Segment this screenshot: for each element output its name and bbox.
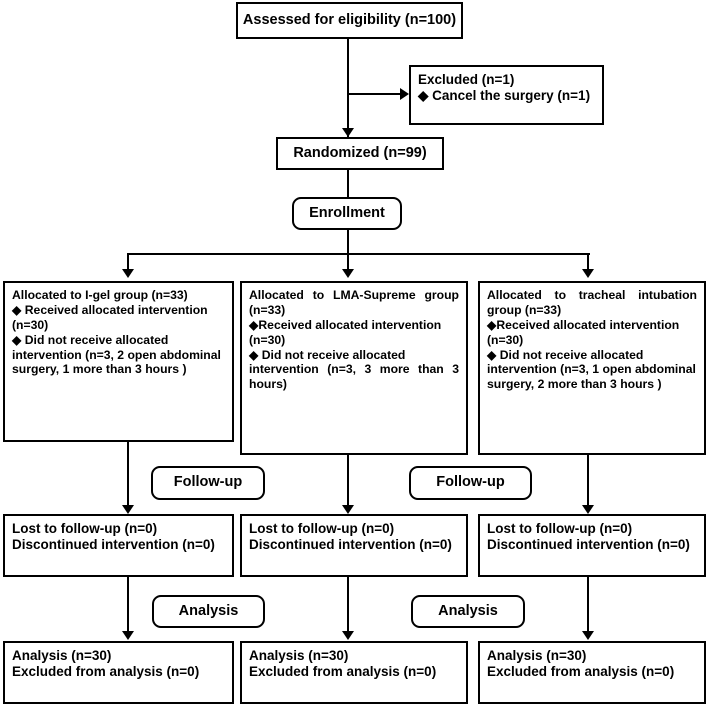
followup-0-line-2: Discontinued intervention (n=0) [12, 537, 215, 553]
allocation-2-line-2: group (n=33) [487, 302, 562, 317]
node-followup-label-left: Follow-up [151, 466, 265, 500]
followup-2-line-2: Discontinued intervention (n=0) [487, 537, 690, 553]
followup-1-line-1: Lost to follow-up (n=0) [249, 521, 395, 536]
allocation-2-line-1: Allocated to tracheal intubation [487, 288, 697, 302]
connector-allocation-left [127, 253, 129, 274]
followup-label-0: Follow-up [173, 474, 243, 491]
arrowhead-excluded [400, 88, 409, 100]
allocation-1-line-4: (n=30) [249, 332, 286, 347]
allocation-1-line-3: ◆Received allocated intervention [249, 317, 442, 332]
node-followup-tracheal-intubation: Lost to follow-up (n=0) Discontinued int… [478, 514, 706, 577]
allocation-0-line-5: intervention (n=3, 2 open abdominal [12, 347, 221, 362]
connector-followup-to-analysis-left [127, 577, 129, 633]
node-allocation-lma-supreme: Allocated to LMA-Supreme group (n=33) ◆R… [240, 281, 468, 455]
analysis-label-0: Analysis [178, 602, 239, 619]
allocation-1-line-2: (n=33) [249, 302, 286, 317]
connector-allocation-middle [347, 253, 349, 274]
allocation-1-line-1: Allocated to LMA-Supreme group [249, 288, 459, 302]
node-analysis-label-left: Analysis [152, 595, 265, 628]
allocation-1-line-6: intervention (n=3, 3 more than 3 [249, 362, 459, 377]
allocation-1-line-5: ◆ Did not receive allocated [249, 347, 406, 362]
connector-allocation-right [587, 253, 589, 274]
arrowhead-allocation-right [582, 269, 594, 278]
node-randomized-label: Randomized (n=99) [293, 144, 427, 161]
connector-followup-to-analysis-right [587, 577, 589, 633]
analysis-label-1: Analysis [438, 602, 498, 619]
arrowhead-analysis-right [582, 631, 594, 640]
node-followup-lma-supreme: Lost to follow-up (n=0) Discontinued int… [240, 514, 468, 577]
followup-0-line-1: Lost to follow-up (n=0) [12, 521, 158, 536]
node-followup-i-gel: Lost to follow-up (n=0) Discontinued int… [3, 514, 234, 577]
arrowhead-allocation-left [122, 269, 134, 278]
analysis-2-line-2: Excluded from analysis (n=0) [487, 664, 675, 680]
arrowhead-followup-left [122, 505, 134, 514]
followup-label-1: Follow-up [436, 474, 505, 491]
node-analysis-lma-supreme: Analysis (n=30) Excluded from analysis (… [240, 641, 468, 704]
node-enrollment-label: Enrollment [309, 204, 385, 221]
node-randomized: Randomized (n=99) [276, 137, 444, 170]
connector-allocation-to-followup-left [127, 442, 129, 511]
excluded-item-0: ◆ Cancel the surgery (n=1) [418, 88, 591, 104]
arrowhead-analysis-middle [342, 631, 354, 640]
followup-1-line-2: Discontinued intervention (n=0) [249, 537, 452, 553]
node-assessed-label: Assessed for eligibility (n=100) [242, 11, 457, 28]
analysis-0-line-2: Excluded from analysis (n=0) [12, 664, 200, 680]
allocation-0-line-4: ◆ Did not receive allocated [12, 332, 169, 347]
node-analysis-i-gel: Analysis (n=30) Excluded from analysis (… [3, 641, 234, 704]
allocation-0-line-1: Allocated to I-gel group (n=33) [12, 288, 188, 302]
allocation-distribution-bar [128, 253, 590, 255]
allocation-0-line-3: (n=30) [12, 317, 49, 332]
analysis-1-line-2: Excluded from analysis (n=0) [249, 664, 437, 680]
node-analysis-label-right: Analysis [411, 595, 525, 628]
node-analysis-tracheal-intubation: Analysis (n=30) Excluded from analysis (… [478, 641, 706, 704]
connector-allocation-to-followup-right [587, 455, 589, 511]
arrowhead-analysis-left [122, 631, 134, 640]
connector-followup-to-analysis-middle [347, 577, 349, 633]
arrowhead-randomized [342, 128, 354, 137]
node-excluded: Excluded (n=1) ◆ Cancel the surgery (n=1… [409, 65, 604, 125]
excluded-title: Excluded (n=1) [418, 72, 515, 87]
allocation-2-line-5: ◆ Did not receive allocated [487, 347, 644, 362]
allocation-2-line-3: ◆Received allocated intervention [487, 317, 680, 332]
allocation-0-line-6: surgery, 1 more than 3 hours ) [12, 362, 187, 377]
connector-assessed-to-randomized [347, 39, 349, 137]
analysis-0-line-1: Analysis (n=30) [12, 648, 112, 663]
analysis-2-line-1: Analysis (n=30) [487, 648, 587, 663]
arrowhead-allocation-middle [342, 269, 354, 278]
analysis-1-line-1: Analysis (n=30) [249, 648, 349, 663]
arrowhead-followup-middle [342, 505, 354, 514]
allocation-0-line-2: ◆ Received allocated intervention [12, 302, 208, 317]
connector-enrollment-to-allocation [347, 230, 349, 255]
allocation-2-line-7: surgery, 2 more than 3 hours ) [487, 377, 662, 392]
connector-allocation-to-followup-middle [347, 455, 349, 511]
connector-to-excluded [347, 93, 404, 95]
allocation-1-line-7: hours) [249, 377, 287, 392]
node-allocation-i-gel: Allocated to I-gel group (n=33) ◆ Receiv… [3, 281, 234, 442]
followup-2-line-1: Lost to follow-up (n=0) [487, 521, 633, 536]
node-allocation-tracheal-intubation: Allocated to tracheal intubation group (… [478, 281, 706, 455]
node-enrollment: Enrollment [292, 197, 402, 230]
allocation-2-line-6: intervention (n=3, 1 open abdominal [487, 362, 696, 377]
allocation-2-line-4: (n=30) [487, 332, 524, 347]
arrowhead-followup-right [582, 505, 594, 514]
node-assessed-for-eligibility: Assessed for eligibility (n=100) [236, 2, 463, 39]
node-followup-label-right: Follow-up [409, 466, 532, 500]
connector-randomized-to-enrollment [347, 170, 349, 197]
